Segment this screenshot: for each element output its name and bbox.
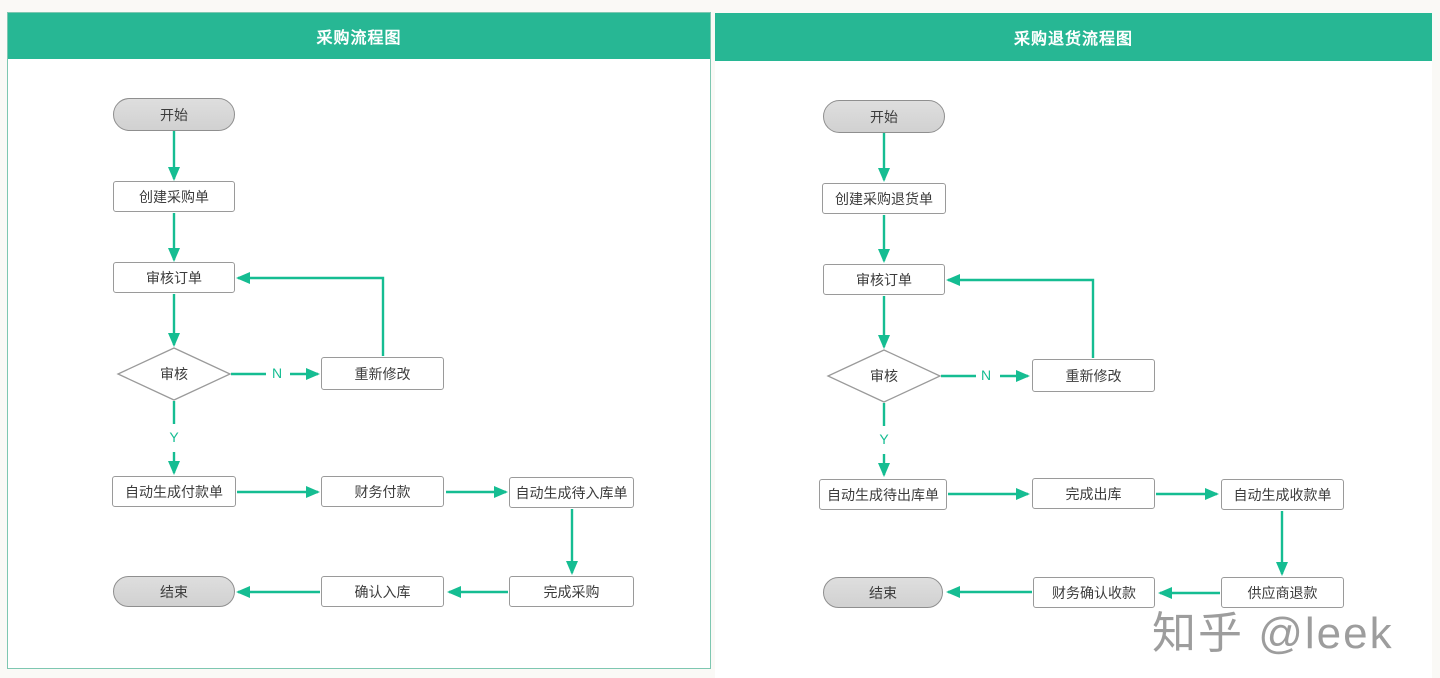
flowchart-title: 采购退货流程图 [1013,31,1133,48]
node-label: 自动生成待出库单 [827,486,939,503]
branch-label-yes: Y [879,431,889,447]
node-auto-inbound: 自动生成待入库单 [509,477,634,508]
node-complete-purchase: 完成采购 [509,576,634,607]
node-label: 审核订单 [856,271,912,288]
node-label: 财务付款 [354,483,411,500]
node-label: 确认入库 [354,583,411,600]
node-start: 开始 [823,100,945,133]
node-create-return: 创建采购退货单 [822,183,946,214]
flowchart-title: 采购流程图 [316,30,402,47]
node-auto-payment: 自动生成付款单 [112,476,236,507]
node-label: 财务确认收款 [1052,584,1136,601]
node-label: 结束 [869,584,897,601]
node-label: 开始 [870,108,898,125]
panel-header: 采购退货流程图 [715,13,1432,61]
node-finance-confirm: 财务确认收款 [1033,577,1155,608]
node-create-order: 创建采购单 [113,181,235,212]
node-review-order: 审核订单 [113,262,235,293]
watermark: 知乎 @leek [1152,609,1394,658]
node-complete-outbound: 完成出库 [1032,478,1155,509]
node-label: 创建采购单 [139,188,209,205]
node-decision-label: 审核 [844,366,924,386]
node-modify: 重新修改 [1032,359,1155,392]
node-label: 完成出库 [1065,485,1122,502]
node-label: 自动生成待入库单 [515,484,628,501]
node-confirm-inbound: 确认入库 [321,576,444,607]
node-label: 自动生成付款单 [125,483,223,500]
node-finance-payment: 财务付款 [321,476,444,507]
node-label: 重新修改 [354,365,411,382]
node-review-order: 审核订单 [823,264,945,295]
node-label: 创建采购退货单 [835,190,933,207]
branch-label-no: N [980,367,992,383]
node-start: 开始 [113,98,235,131]
node-modify: 重新修改 [321,357,444,390]
branch-label-no: N [271,365,283,381]
node-supplier-refund: 供应商退款 [1221,577,1344,608]
node-label: 审核订单 [146,269,202,286]
node-end: 结束 [113,576,235,607]
node-auto-receipt: 自动生成收款单 [1221,479,1344,510]
node-label: 自动生成收款单 [1233,486,1332,503]
node-label: 审核 [160,366,188,382]
node-label: 完成采购 [543,583,600,600]
node-label: 供应商退款 [1247,584,1318,601]
node-label: 开始 [160,106,188,123]
branch-label-yes: Y [169,429,179,445]
node-end: 结束 [823,577,943,608]
node-decision-label: 审核 [134,364,214,384]
node-auto-outbound: 自动生成待出库单 [819,479,947,510]
panel-header: 采购流程图 [8,13,710,59]
node-label: 重新修改 [1065,367,1122,384]
node-label: 审核 [870,368,898,384]
node-label: 结束 [160,583,188,600]
